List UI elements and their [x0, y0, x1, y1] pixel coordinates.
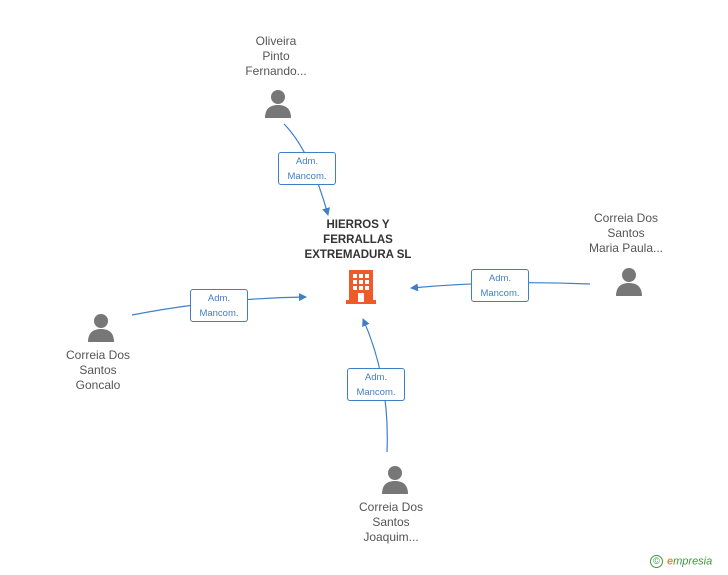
edge-label-maria[interactable]: Adm. Mancom.: [471, 269, 529, 302]
person-name-joaquim[interactable]: Correia Dos Santos Joaquim...: [358, 500, 424, 544]
building-icon[interactable]: [345, 268, 377, 304]
person-name-maria[interactable]: Correia Dos Santos Maria Paula...: [588, 211, 664, 255]
footer-brand[interactable]: © empresia: [650, 555, 712, 568]
edge-label-oliveira[interactable]: Adm. Mancom.: [278, 152, 336, 185]
edge-label-joaquim[interactable]: Adm. Mancom.: [347, 368, 405, 401]
brand-name: mpresia: [673, 555, 713, 568]
person-icon[interactable]: [86, 312, 116, 342]
company-name[interactable]: HIERROS Y FERRALLAS EXTREMADURA SL: [304, 219, 412, 261]
brand-initial: e: [667, 555, 674, 568]
edge-label-goncalo[interactable]: Adm. Mancom.: [190, 289, 248, 322]
copyright-icon: ©: [650, 555, 663, 568]
person-icon[interactable]: [380, 464, 410, 494]
person-icon[interactable]: [263, 88, 293, 118]
person-name-goncalo[interactable]: Correia Dos Santos Goncalo: [65, 348, 131, 392]
person-name-oliveira[interactable]: Oliveira Pinto Fernando...: [245, 34, 307, 78]
person-icon[interactable]: [614, 266, 644, 296]
